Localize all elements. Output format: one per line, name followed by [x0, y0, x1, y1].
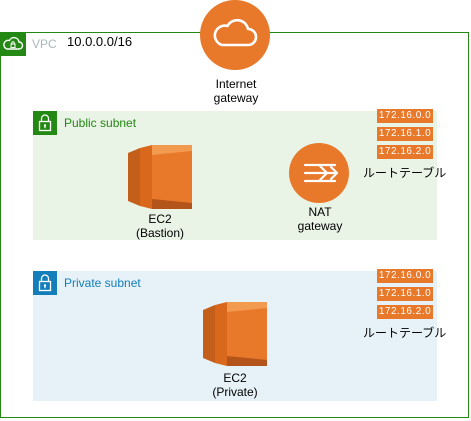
public-subnet-lock-icon [33, 111, 57, 135]
internet-gateway-icon [200, 0, 270, 75]
nat-gateway-icon [289, 143, 349, 208]
public-subnet [33, 111, 437, 240]
ec2-bastion-label-line1: EC2 [148, 212, 172, 226]
nat-gateway-label-line2: gateway [297, 219, 343, 233]
internet-gateway-label-line2: gateway [213, 91, 259, 105]
private-route-table-label: ルートテーブル [363, 326, 447, 340]
ec2-bastion-label-line2: (Bastion) [135, 226, 185, 240]
nat-gateway-label-line1: NAT [308, 205, 332, 219]
public-subnet-label: Public subnet [64, 116, 137, 130]
private-subnet-label: Private subnet [64, 276, 141, 290]
public-route-entry: 172.16.2.0 [377, 145, 433, 159]
vpc-cidr: 10.0.0.0/16 [67, 34, 133, 49]
ec2-private-label-line1: EC2 [223, 371, 247, 385]
internet-gateway-label-line1: Internet [215, 77, 257, 91]
ec2-private-icon [203, 302, 267, 371]
public-route-table-label: ルートテーブル [363, 166, 447, 180]
public-route-entry: 172.16.0.0 [377, 109, 433, 123]
public-route-entry: 172.16.1.0 [377, 127, 433, 141]
vpc-label: VPC [32, 37, 57, 51]
ec2-bastion-label: EC2 (Bastion) [120, 212, 200, 240]
private-route-entry: 172.16.2.0 [377, 305, 433, 319]
vpc-cloud-icon [0, 32, 26, 56]
ec2-bastion-icon [128, 145, 192, 214]
private-route-entry: 172.16.1.0 [377, 287, 433, 301]
ec2-private-label-line2: (Private) [212, 385, 258, 399]
internet-gateway-label: Internet gateway [196, 77, 276, 105]
private-subnet-lock-icon [33, 271, 57, 295]
nat-gateway-label: NAT gateway [280, 205, 360, 233]
ec2-private-label: EC2 (Private) [195, 371, 275, 399]
private-route-entry: 172.16.0.0 [377, 269, 433, 283]
